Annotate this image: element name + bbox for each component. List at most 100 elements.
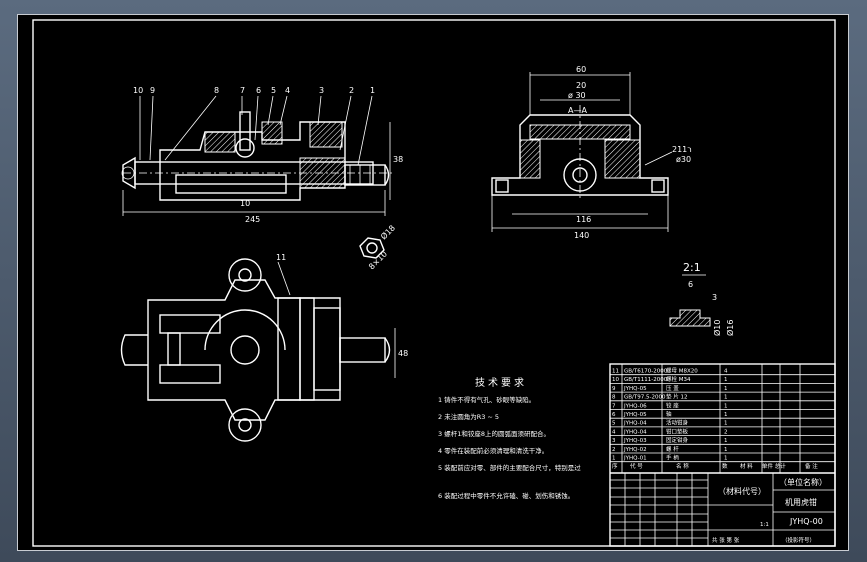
parts-row-no: 10 xyxy=(612,377,619,383)
requirement-6: 6 装配过程中零件不允许磕、碰、划伤和锈蚀。 xyxy=(438,491,574,500)
balloon-10: 10 xyxy=(133,86,143,95)
parts-row-code: GB/T1111-2000 xyxy=(624,377,668,383)
technical-requirements: 技术要求 1 铸件不得有气孔、砂眼等缺陷。 2 未注圆角为R3 ~ 5 3 螺杆… xyxy=(438,376,581,500)
parts-row-qty: 1 xyxy=(724,438,728,444)
plan-view: 48 11 xyxy=(120,253,408,442)
sheet-count: 共 张 第 张 xyxy=(712,536,740,544)
parts-row-code: GB/T6170-2000 xyxy=(624,369,668,375)
parts-row-name: 垫 片 12 xyxy=(666,393,688,401)
parts-row-code: JYHQ-06 xyxy=(623,403,647,409)
requirement-5: 5 装配前应对零、部件的主要配合尺寸，特别是过 xyxy=(438,463,581,472)
parts-row-qty: 1 xyxy=(724,421,728,427)
parts-row-name: 螺母 M8X20 xyxy=(666,367,698,375)
parts-row-no: 2 xyxy=(612,447,616,453)
dim-detail-width: 6 xyxy=(688,280,693,289)
parts-row-name: 固定钳身 xyxy=(666,436,689,444)
dim-side-base-inner: 116 xyxy=(576,215,591,224)
dim-side-inner: 20 xyxy=(576,81,586,90)
dim-plan-height: 48 xyxy=(398,349,408,358)
side-section-view: 60 ø 30 20 A—A 116 140 2ר11 ø30 xyxy=(491,65,692,240)
parts-row-no: 9 xyxy=(612,386,616,392)
parts-header-name: 名 称 xyxy=(676,462,689,470)
dim-hole-note: 2ר11 xyxy=(672,145,692,154)
scale-detail: 2:1 6 3 Ø10 Ø16 xyxy=(669,261,735,336)
dim-hole-note2: ø30 xyxy=(676,155,691,164)
dim-front-height: 38 xyxy=(393,155,403,164)
parts-row-qty: 1 xyxy=(724,412,728,418)
detail-scale: 2:1 xyxy=(683,261,701,274)
dim-detail-d2: Ø16 xyxy=(725,320,735,336)
requirement-4: 4 零件在装配前必须清理和清洗干净。 xyxy=(438,446,548,455)
parts-row-no: 1 xyxy=(612,456,616,462)
requirement-1: 1 铸件不得有气孔、砂眼等缺陷。 xyxy=(438,395,535,404)
parts-row-qty: 1 xyxy=(724,377,728,383)
parts-row-name: 手 柄 xyxy=(666,454,679,462)
section-label: A—A xyxy=(568,106,587,115)
projection-symbol: （投影符号） xyxy=(782,536,815,544)
drawing-name: 机用虎钳 xyxy=(785,497,817,507)
parts-header-qty: 数 xyxy=(722,462,728,470)
parts-row-qty: 1 xyxy=(724,447,728,453)
parts-row-no: 4 xyxy=(612,429,616,435)
dim-side-base-outer: 140 xyxy=(574,231,589,240)
parts-row-code: GB/T97.5-2000 xyxy=(624,395,666,401)
requirement-3: 3 螺杆1和铰座8上的圆弧面须研配合。 xyxy=(438,429,550,438)
parts-row-code: JYHQ-01 xyxy=(623,456,647,462)
nut-detail: Ø18 8×10 xyxy=(359,223,397,271)
parts-row-no: 6 xyxy=(612,412,616,418)
balloon-5: 5 xyxy=(271,86,276,95)
material-mark: （材料代号） xyxy=(718,486,766,496)
inner-border xyxy=(32,19,836,547)
parts-row-qty: 1 xyxy=(724,386,728,392)
parts-row-name: 轴 xyxy=(666,410,672,418)
balloon-9: 9 xyxy=(150,86,155,95)
balloon-2: 2 xyxy=(349,86,354,95)
scale-value: 1:1 xyxy=(760,522,769,528)
parts-row-qty: 1 xyxy=(724,403,728,409)
parts-row-code: JYHQ-04 xyxy=(623,429,647,435)
parts-row-name: 钳口垫板 xyxy=(666,427,689,435)
dim-detail-d1: Ø10 xyxy=(712,320,722,336)
parts-row-qty: 4 xyxy=(724,369,728,375)
parts-row-no: 3 xyxy=(612,438,616,444)
parts-row-code: JYHQ-05 xyxy=(623,412,647,418)
front-section-view: 245 38 10 10 9 8 7 6 5 4 3 2 1 xyxy=(121,86,403,224)
parts-row-code: JYHQ-05 xyxy=(623,386,647,392)
balloon-1: 1 xyxy=(370,86,375,95)
parts-row-no: 7 xyxy=(612,403,616,409)
parts-row-no: 8 xyxy=(612,395,616,401)
dim-detail-depth: 3 xyxy=(712,293,717,302)
parts-row-qty: 1 xyxy=(724,456,728,462)
parts-row-code: JYHQ-03 xyxy=(623,438,647,444)
parts-row-qty: 1 xyxy=(724,395,728,401)
balloon-7: 7 xyxy=(240,86,245,95)
parts-row-code: JYHQ-04 xyxy=(623,421,647,427)
parts-row-name: 螺栓 M34 xyxy=(666,375,691,383)
dim-nut-dia: Ø18 xyxy=(378,223,397,242)
balloon-3: 3 xyxy=(319,86,324,95)
parts-row-code: JYHQ-02 xyxy=(623,447,647,453)
parts-header-code: 代 号 xyxy=(630,462,643,470)
dim-front-length: 245 xyxy=(245,215,260,224)
dim-front-shaft: 10 xyxy=(240,199,250,208)
balloon-4: 4 xyxy=(285,86,290,95)
parts-header-no: 序 xyxy=(612,462,618,470)
parts-row-name: 压 盖 xyxy=(666,384,679,392)
requirements-title: 技术要求 xyxy=(475,376,527,389)
parts-row-qty: 2 xyxy=(724,429,728,435)
parts-row-name: 螺 杆 xyxy=(666,445,679,453)
balloon-6: 6 xyxy=(256,86,261,95)
title-block: （材料代号） （单位名称） 机用虎钳 JYHQ-00 1:1 共 张 第 张 （… xyxy=(610,472,835,546)
parts-row-name: 活动钳身 xyxy=(666,419,689,427)
parts-row-no: 11 xyxy=(612,369,619,375)
drawing-number: JYHQ-00 xyxy=(789,517,823,526)
parts-row-no: 5 xyxy=(612,421,616,427)
parts-header-remark: 备 注 xyxy=(805,462,818,470)
balloon-8: 8 xyxy=(214,86,219,95)
dim-side-bore: ø 30 xyxy=(568,91,586,100)
requirement-2: 2 未注圆角为R3 ~ 5 xyxy=(438,412,499,421)
parts-row-name: 铰 座 xyxy=(666,401,679,409)
parts-header-weight: 单件 总计 xyxy=(762,462,786,470)
